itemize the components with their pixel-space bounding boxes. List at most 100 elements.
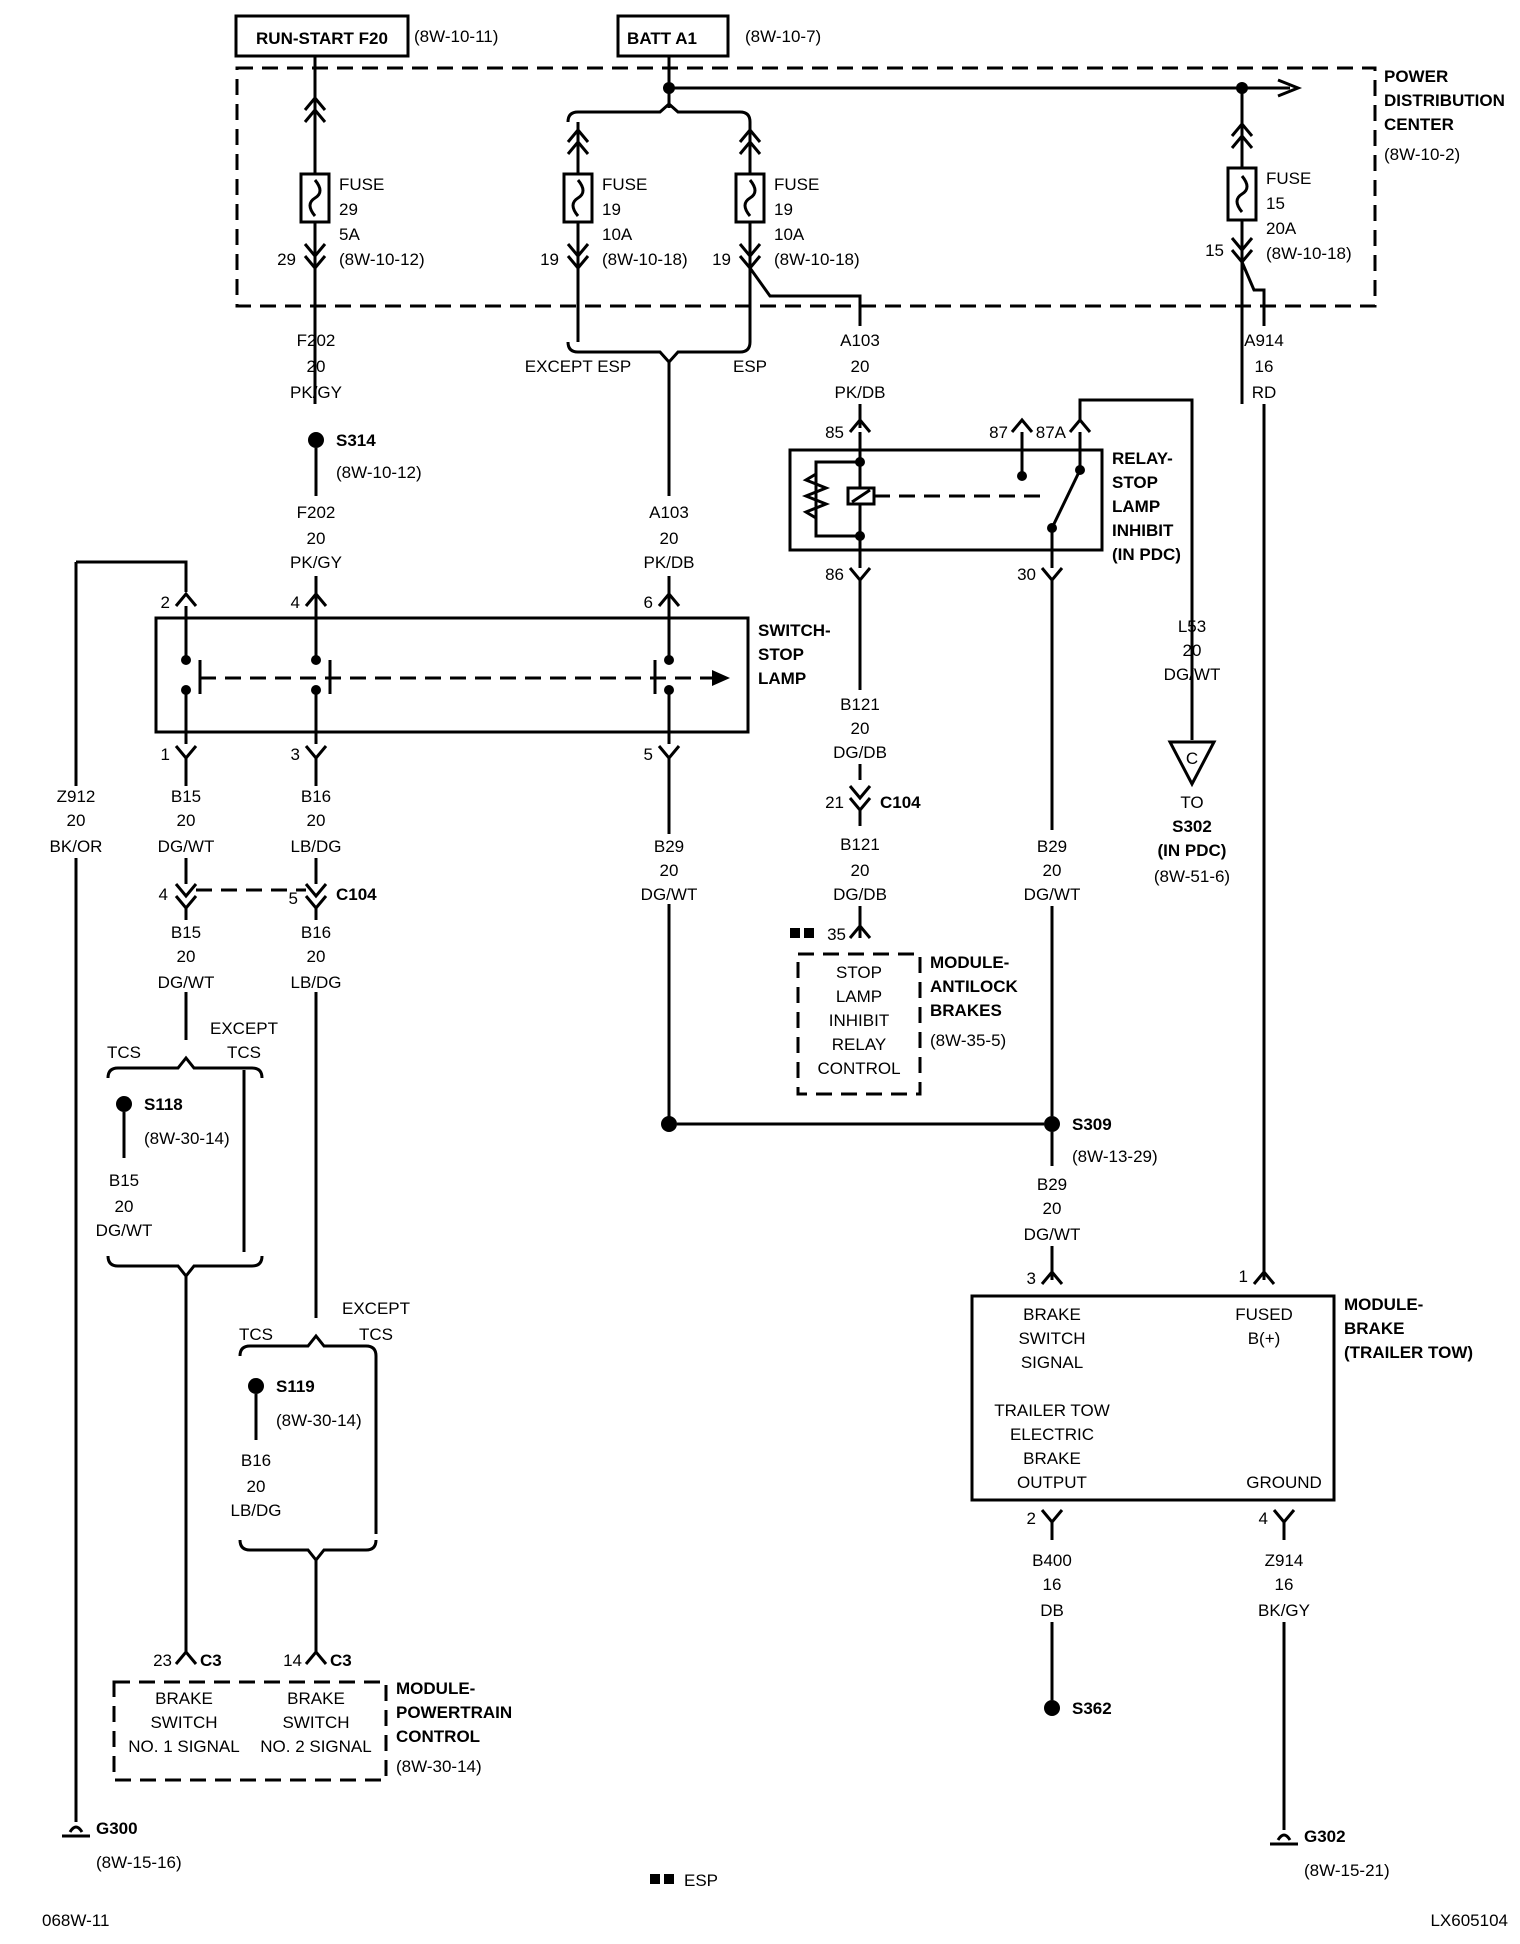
b29-b-label-3: DG/WT [1024,885,1081,904]
b121-b-label-2: 20 [851,861,870,880]
b15-c-label-2: 20 [115,1197,134,1216]
trailer-pin-2: 2 [1027,1509,1036,1528]
b16-except-tcs-2: TCS [359,1325,393,1344]
offpage-to-4: (8W-51-6) [1154,867,1230,886]
pdc-title-1: POWER [1384,67,1448,86]
b400-label-3: DB [1040,1601,1064,1620]
abs-title-3: BRAKES [930,1001,1002,1020]
fuse19b-label-3: 10A [774,225,805,244]
abs-title-1: MODULE- [930,953,1009,972]
b16-c-label-1: B16 [241,1451,271,1470]
abs-inner-1: STOP [836,963,882,982]
fuse19-feed-brace [566,88,752,123]
s119-ref: (8W-30-14) [276,1411,362,1430]
fuse19a-label-2: 19 [602,200,621,219]
relay-stop-lamp-inhibit [788,448,1104,552]
batt-bus-wire [667,56,1290,90]
trailer-pin-1: 1 [1239,1267,1248,1286]
b15-b-label-2: 20 [177,947,196,966]
trailer-title-2: BRAKE [1344,1319,1404,1338]
relay-pin-30: 30 [1017,565,1036,584]
offpage-to-3: (IN PDC) [1158,841,1227,860]
c104-label: C104 [336,885,377,904]
pcm-title-3: CONTROL [396,1727,480,1746]
fuse-icon [308,179,322,217]
l53-label-3: DG/WT [1164,665,1221,684]
module-brake-trailer-tow [970,1294,1336,1502]
b15-a-label-2: 20 [177,811,196,830]
b16-tcs-brace [238,1333,378,1357]
trailer-pin-4: 4 [1259,1509,1268,1528]
b29-c-label-2: 20 [1043,1199,1062,1218]
s314-splice [308,432,324,448]
pcm-left-3: NO. 1 SIGNAL [128,1737,239,1756]
fuse15-label-3: 20A [1266,219,1297,238]
g300-ref: (8W-15-16) [96,1853,182,1872]
relay-title-5: (IN PDC) [1112,545,1181,564]
f202-lower-label-2: 20 [307,529,326,548]
b15-tcs-label: TCS [107,1043,141,1062]
z914-label-1: Z914 [1265,1551,1304,1570]
b15-c-label-3: DG/WT [96,1221,153,1240]
pcm-title-2: POWERTRAIN [396,1703,512,1722]
relay-pin-85: 85 [825,423,844,442]
s309-label: S309 [1072,1115,1112,1134]
relay-pin-86: 86 [825,565,844,584]
fuse15-label-1: FUSE [1266,169,1311,188]
s119-label: S119 [276,1377,315,1396]
fuse15-label-2: 15 [1266,194,1285,213]
c104-pin-5: 5 [289,889,298,908]
f202-lower-label-1: F202 [297,503,336,522]
esp-marker-icon [804,928,814,938]
a103-label-1: A103 [649,503,689,522]
b29-a-label-1: B29 [654,837,684,856]
b16-a-label-3: LB/DG [290,837,341,856]
l53-label-1: L53 [1178,617,1206,636]
b29-a-label-2: 20 [660,861,679,880]
c3-pin-23: 23 [153,1651,172,1670]
pcm-left-1: BRAKE [155,1689,213,1708]
b15-b-label-3: DG/WT [158,973,215,992]
fuse29-bottom-terminal [303,243,327,271]
switch-actuator-arrow [712,670,730,686]
trailer-fused-2: B(+) [1248,1329,1281,1348]
b16-merge-brace [238,1539,378,1563]
pdc-ref: (8W-10-2) [1384,145,1460,164]
z914-label-2: 16 [1275,1575,1294,1594]
run-start-label: RUN-START F20 [256,29,388,48]
a103-top-wire [748,267,862,326]
b121-a-label-2: 20 [851,719,870,738]
fuse29-label-3: 5A [339,225,360,244]
s314-label: S314 [336,431,376,450]
b16-tcs-label: TCS [239,1325,273,1344]
trailer-brake-signal-3: SIGNAL [1021,1353,1083,1372]
b15-a-label-1: B15 [171,787,201,806]
fuse19a-label-4: (8W-10-18) [602,250,688,269]
l53-wire [1078,398,1194,740]
trailer-output-3: BRAKE [1023,1449,1081,1468]
switch-pin-3: 3 [291,745,300,764]
batt-label: BATT A1 [627,29,697,48]
c3-label-b: C3 [330,1651,352,1670]
c3-label-a: C3 [200,1651,222,1670]
a103-top-label-3: PK/DB [834,383,885,402]
a914-label-1: A914 [1244,331,1284,350]
z912-label-1: Z912 [57,787,96,806]
b121-a-label-3: DG/DB [833,743,887,762]
trailer-brake-signal-1: BRAKE [1023,1305,1081,1324]
run-start-ref: (8W-10-11) [414,27,498,46]
offpage-connector-c [1167,740,1217,788]
abs-ref: (8W-35-5) [930,1031,1006,1050]
a103-top-label-1: A103 [840,331,880,350]
switch-pin-2: 2 [161,593,170,612]
relay-title-3: LAMP [1112,497,1160,516]
abs-inner-4: RELAY [832,1035,887,1054]
l53-label-2: 20 [1183,641,1202,660]
b29-c-label-1: B29 [1037,1175,1067,1194]
g302-label: G302 [1304,1827,1346,1846]
fuse-icon [571,179,585,217]
b16-except-tcs-1: EXCEPT [342,1299,410,1318]
s314-ref: (8W-10-12) [336,463,422,482]
z912-label-3: BK/OR [50,837,103,856]
